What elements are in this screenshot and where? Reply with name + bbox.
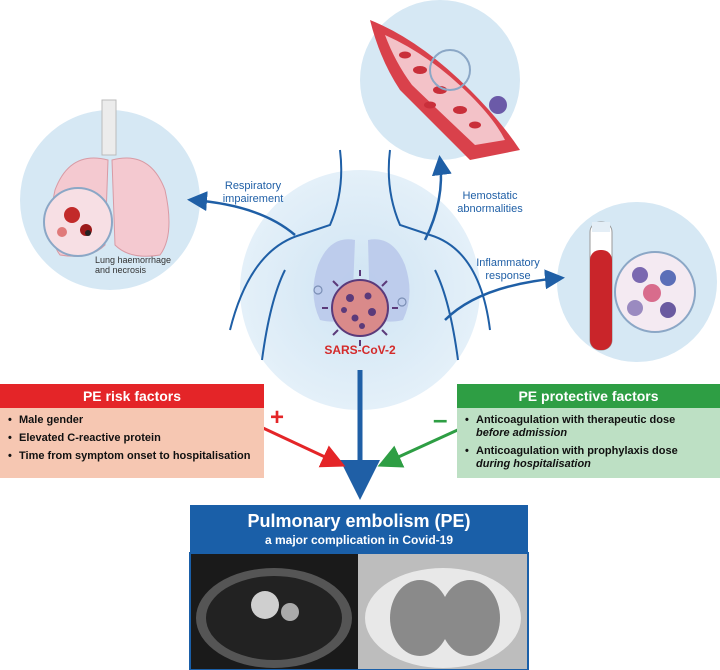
- virus-icon: [322, 270, 398, 346]
- plus-sign: +: [270, 404, 285, 431]
- protective-factors-list: Anticoagulation with therapeutic dosebef…: [457, 408, 720, 480]
- protective-item-detail: during hospitalisation: [476, 458, 591, 470]
- list-item: Time from symptom onset to hospitalisati…: [8, 450, 258, 463]
- outcome-banner: Pulmonary embolism (PE) a major complica…: [190, 505, 528, 553]
- list-item: Anticoagulation with prophylaxis dosedur…: [465, 445, 714, 471]
- lung-haemorrhage-label: Lung haemorrhage and necrosis: [95, 255, 172, 275]
- ct-scan-images: [189, 552, 529, 670]
- hemostatic-label: Hemostatic abnormalities: [457, 190, 523, 215]
- list-item: Elevated C-reactive protein: [8, 432, 258, 445]
- protective-item-main: Anticoagulation with prophylaxis dose: [476, 445, 678, 457]
- outcome-title: Pulmonary embolism (PE): [247, 511, 471, 531]
- risk-factors-title: PE risk factors: [0, 384, 264, 408]
- risk-factors-box: PE risk factors Male gender Elevated C-r…: [0, 384, 264, 478]
- blood-sample-illustration: [557, 202, 717, 362]
- outcome-subtitle: a major complication in Covid-19: [264, 533, 454, 547]
- respiratory-label: Respiratory impairement: [222, 180, 284, 205]
- lung-illustration: [20, 99, 200, 290]
- inflammatory-label: Inflammatory response: [476, 257, 540, 282]
- blood-vessel-illustration: [360, 0, 520, 160]
- list-item: Male gender: [8, 414, 258, 427]
- protective-factors-box: PE protective factors Anticoagulation wi…: [457, 384, 720, 478]
- protective-item-main: Anticoagulation with therapeutic dose: [476, 414, 676, 426]
- protective-item-detail: before admission: [476, 427, 568, 439]
- minus-sign: –: [433, 404, 448, 434]
- causal-arrows: [187, 155, 565, 500]
- protective-factors-title: PE protective factors: [457, 384, 720, 408]
- list-item: Anticoagulation with therapeutic dosebef…: [465, 414, 714, 440]
- virus-label: SARS-CoV-2: [324, 343, 396, 357]
- risk-factors-list: Male gender Elevated C-reactive protein …: [0, 408, 264, 472]
